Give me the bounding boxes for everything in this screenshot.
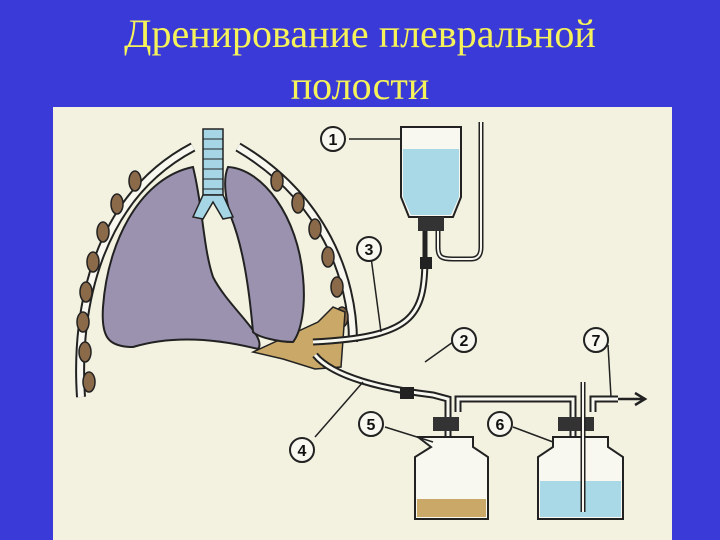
water-seal-bottle	[537, 382, 624, 520]
diagram-panel: 1 3 2 7 5 6 4	[53, 107, 672, 540]
clamp-upper	[420, 257, 432, 269]
callout-2-label: 2	[460, 333, 469, 350]
collection-bottle	[414, 417, 489, 520]
left-lung	[101, 165, 261, 351]
callout-4-label: 4	[298, 443, 307, 460]
water-reservoir	[400, 122, 484, 262]
title-line-1: Дренирование плевральной	[124, 11, 596, 56]
chest-wall	[75, 142, 358, 398]
callout-7: 7	[583, 327, 609, 353]
pleural-drainage-diagram: 1 3 2 7 5 6 4	[75, 122, 648, 520]
suction-outlet	[589, 391, 648, 412]
arrow-icon	[618, 391, 648, 407]
callout-1: 1	[320, 126, 346, 152]
trachea	[191, 128, 235, 220]
callout-6: 6	[487, 411, 513, 437]
callout-7-label: 7	[592, 333, 601, 350]
clamp-lower	[400, 387, 414, 399]
callouts: 1 3 2 7 5 6 4	[289, 126, 609, 463]
callout-6-label: 6	[496, 417, 505, 434]
ribs	[76, 170, 349, 393]
callout-1-label: 1	[329, 132, 338, 149]
callout-3: 3	[356, 236, 382, 262]
drain-tube-upper	[312, 256, 432, 346]
callout-4: 4	[289, 437, 315, 463]
slide-title: Дренирование плевральной полости	[0, 8, 720, 112]
callout-5-label: 5	[367, 417, 376, 434]
drain-tube-lower	[312, 352, 452, 447]
callout-5: 5	[358, 411, 384, 437]
callout-3-label: 3	[365, 242, 374, 259]
callout-2: 2	[451, 327, 477, 353]
title-line-2: полости	[290, 63, 430, 108]
callout-leaders	[314, 138, 612, 443]
